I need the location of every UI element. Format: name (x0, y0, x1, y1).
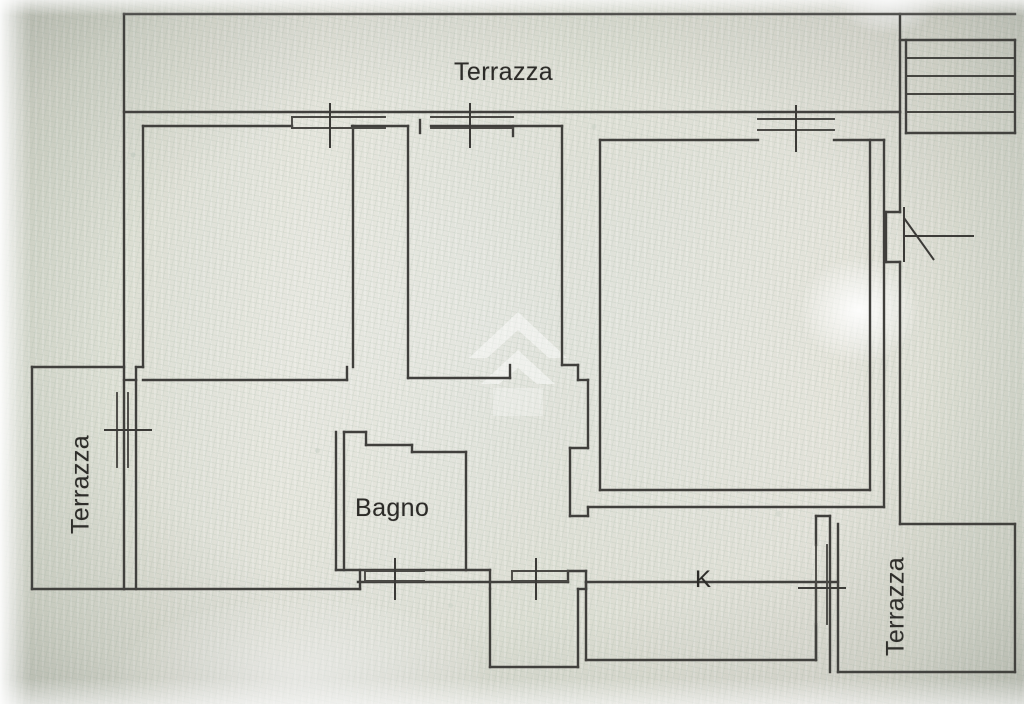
room-label-terrazza-top: Terrazza (454, 58, 553, 87)
window-kitchen-terrace-right (798, 544, 846, 625)
room-bedroom-middle-walls (406, 118, 564, 380)
window-bedroom-middle (430, 103, 514, 148)
paper-edge-top (0, 0, 1024, 16)
window-bagno (364, 558, 425, 600)
room-label-kitchen: K (695, 566, 711, 594)
window-living-room (757, 105, 835, 152)
terrace-right-walls (836, 110, 1017, 674)
room-bedroom-left-walls (134, 124, 410, 382)
paper-edge-bottom (0, 678, 1024, 704)
room-living-walls (560, 124, 886, 518)
paper-edge-left (0, 0, 30, 704)
window-bedroom-left (291, 103, 386, 148)
corridor-lower-walls (122, 378, 840, 591)
door-right-exterior (903, 207, 974, 262)
stairs-top-right (898, 38, 1017, 135)
window-corridor-south (511, 558, 569, 600)
room-bagno-walls (334, 430, 468, 572)
room-label-bagno: Bagno (355, 494, 429, 523)
window-terrace-left (104, 392, 152, 468)
terrace-left-walls (30, 365, 126, 591)
